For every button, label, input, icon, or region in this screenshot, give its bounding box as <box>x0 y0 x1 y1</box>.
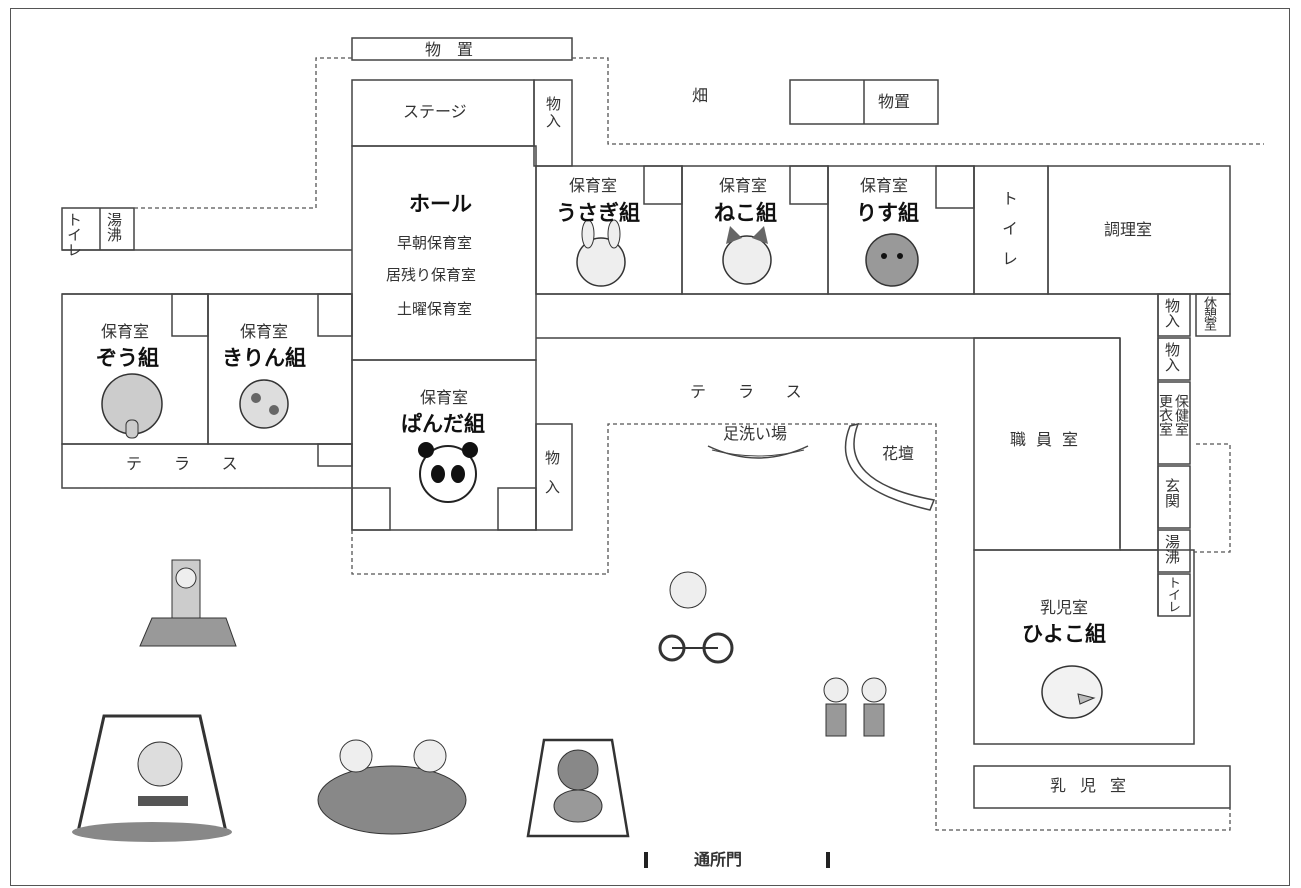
boiler-west-label: 湯沸 <box>105 212 123 242</box>
panda-room-box <box>351 359 537 531</box>
rabbit-icon <box>576 219 626 287</box>
hall-use-3: 土曜保育室 <box>397 300 473 318</box>
toilet-east-label: トイレ <box>1165 576 1180 612</box>
gate-post-left <box>644 852 648 868</box>
storage-field-label: 物置 <box>878 92 911 111</box>
gate-post-right <box>826 852 830 868</box>
changing-room-label: 更衣室 <box>1157 394 1173 436</box>
giraffe-icon <box>239 379 289 429</box>
storage-right2-label: 物入 <box>1163 342 1181 372</box>
rest-room-label: 休憩室 <box>1201 296 1216 329</box>
infant-room-name: ひよこ組 <box>1022 622 1106 646</box>
bear-swing-illustration <box>526 738 630 838</box>
elephant-icon <box>101 373 163 439</box>
giraffe-room-name: きりん組 <box>222 346 306 370</box>
squirrel-room-kind: 保育室 <box>860 176 909 195</box>
hall-box <box>351 145 537 361</box>
health-room-label: 保健室 <box>1173 394 1189 436</box>
storage-top-label: 物 置 <box>425 40 474 59</box>
rabbit-room-kind: 保育室 <box>569 176 618 195</box>
flower-bed-label: 花壇 <box>882 444 915 463</box>
storage-stage-label: 物入 <box>544 96 562 130</box>
cat-room-kind: 保育室 <box>719 176 768 195</box>
elephant-room-kind: 保育室 <box>101 322 150 341</box>
center-terrace-label: テラス <box>690 382 834 401</box>
tricycle-kid-illustration <box>658 571 734 664</box>
panda-room-kind: 保育室 <box>420 388 469 407</box>
sandpit-kids-illustration <box>317 739 467 835</box>
hall-label: ホール <box>409 192 472 216</box>
foot-wash-label: 足洗い場 <box>723 424 788 443</box>
entrance-label: 玄関 <box>1163 478 1181 508</box>
cat-room-name: ねこ組 <box>714 201 777 225</box>
squirrel-room-name: りす組 <box>856 201 919 225</box>
rabbit-room-name: うさぎ組 <box>556 201 640 225</box>
storage-panda-box <box>535 423 573 531</box>
chick-icon <box>1041 665 1103 719</box>
panda-room-name: ぱんだ組 <box>401 412 485 436</box>
toilet-west-label: トイレ <box>65 212 83 257</box>
staff-room-label: 職員室 <box>1010 430 1089 449</box>
hall-use-1: 早朝保育室 <box>397 234 473 252</box>
giraffe-room-kind: 保育室 <box>240 322 289 341</box>
boiler-east-label: 湯沸 <box>1163 534 1181 564</box>
swing-illustration <box>72 714 232 842</box>
map-frame <box>10 8 1290 886</box>
infant-room-box <box>973 549 1195 745</box>
west-terrace-label: テラス <box>126 454 270 473</box>
squirrel-icon <box>865 233 919 287</box>
flower-bed-shape <box>844 422 936 511</box>
kitchen-label: 調理室 <box>1104 220 1153 239</box>
stage-label: ステージ <box>403 102 467 121</box>
storage-panda-label: 物入 <box>543 450 561 508</box>
elephant-room-name: ぞう組 <box>96 346 159 370</box>
panda-icon <box>418 442 478 503</box>
infant-room-kind: 乳児室 <box>1040 598 1089 617</box>
toilet-mid-label: トイレ <box>999 190 1018 280</box>
storage-right1-label: 物入 <box>1163 298 1181 328</box>
infant-room-extra-box <box>973 765 1231 809</box>
singing-kids-illustration <box>823 677 887 737</box>
storage-top-box <box>351 37 573 61</box>
infant-room-extra-label: 乳児室 <box>1050 776 1141 795</box>
gate-label: 通所門 <box>694 850 743 869</box>
hall-use-2: 居残り保育室 <box>386 266 477 284</box>
sandbox-slide-illustration <box>139 559 237 647</box>
cat-icon <box>722 226 772 285</box>
field-label: 畑 <box>692 86 709 105</box>
